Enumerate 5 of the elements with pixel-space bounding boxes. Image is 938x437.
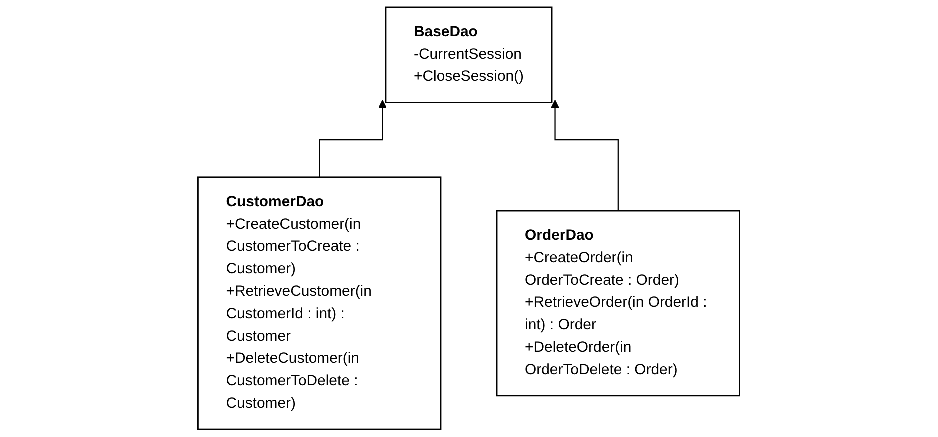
arrow [551,100,619,212]
node-box: BaseDao -CurrentSession +CloseSession() [385,6,553,104]
node-box: OrderDao +CreateOrder(in OrderToCreate : Order) +RetrieveOrder(in OrderId : int) : Order +DeleteOrder(in OrderToDelete : Order) [496,210,740,397]
node-box: CustomerDao +CreateCustomer(in CustomerToCreate : Customer) +RetrieveCustomer(in CustomerId : int) : Customer +DeleteCustomer(in CustomerToDelete : Customer) [198,176,442,430]
arrow [319,100,387,178]
